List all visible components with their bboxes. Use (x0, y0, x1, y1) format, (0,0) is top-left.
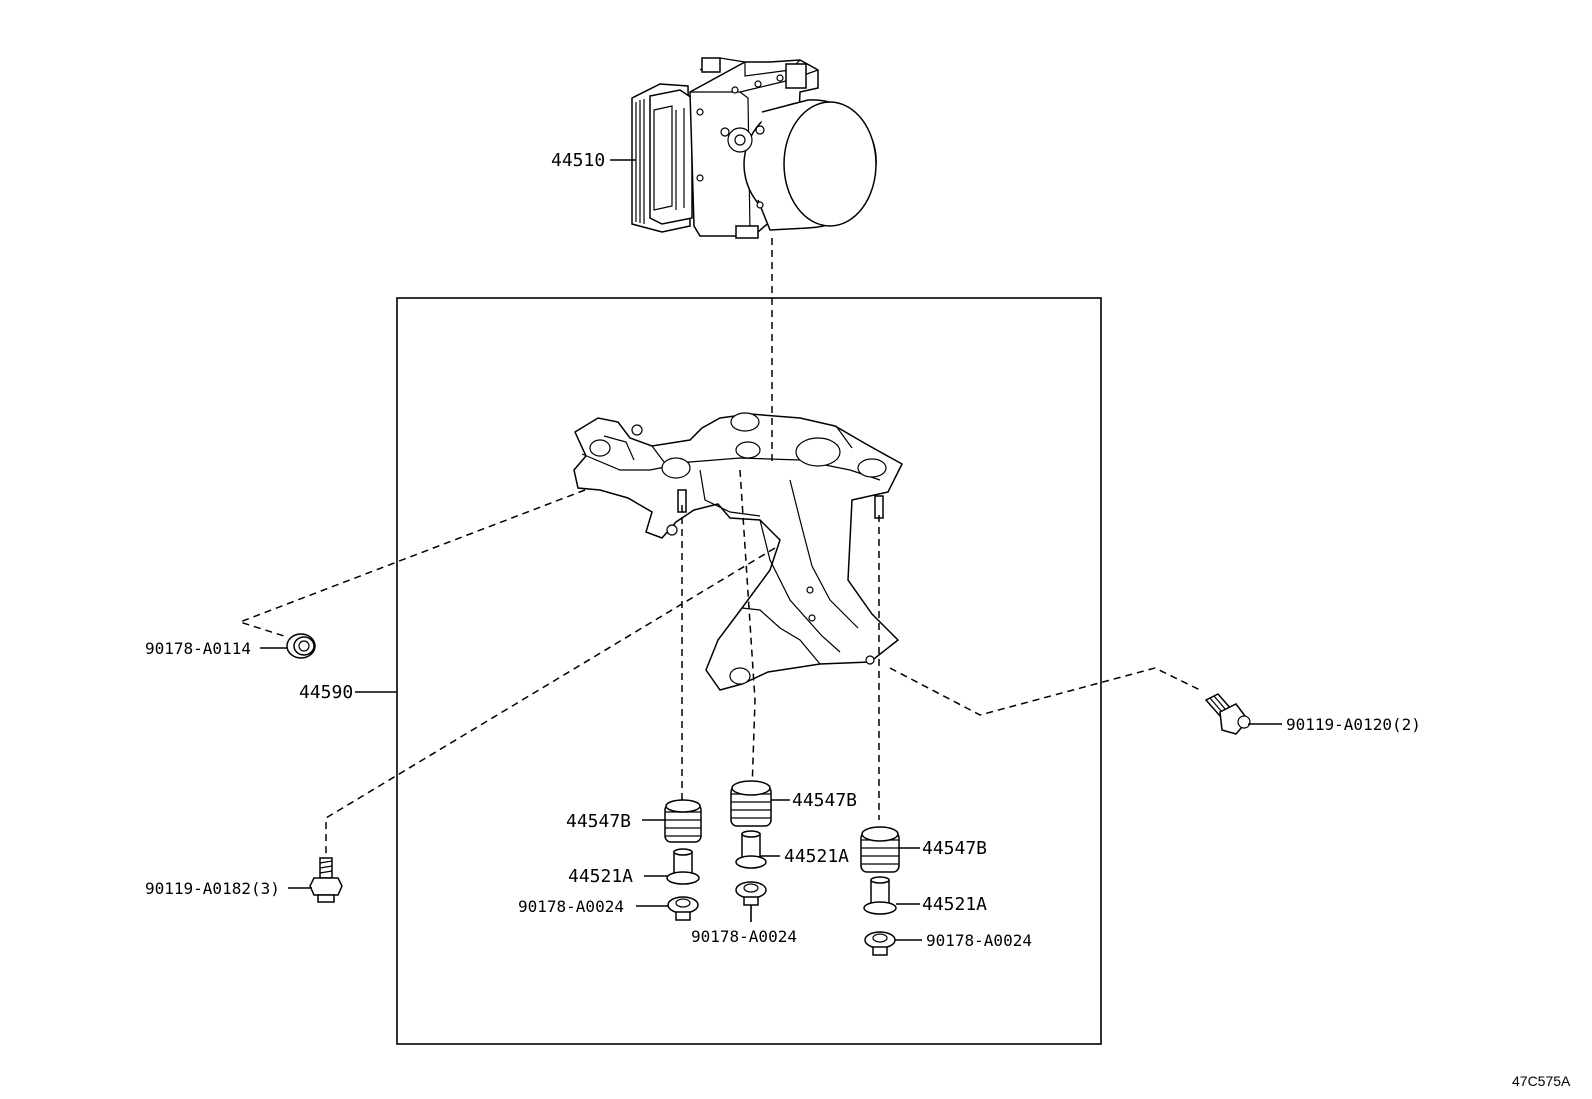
flange-nut[interactable] (286, 633, 316, 659)
label-washer-2[interactable]: 90178-A0024 (691, 927, 797, 946)
label-cushion-1[interactable]: 44547B (566, 811, 631, 832)
collar-left[interactable] (666, 848, 700, 885)
abs-bracket[interactable] (573, 412, 903, 691)
label-washer-3[interactable]: 90178-A0024 (926, 931, 1032, 950)
label-collar-1[interactable]: 44521A (568, 866, 633, 887)
label-nut[interactable]: 90178-A0114 (145, 639, 251, 658)
cushion-right[interactable] (860, 826, 900, 873)
abs-actuator[interactable] (631, 57, 880, 239)
washer-right[interactable] (864, 931, 896, 956)
cushion-left[interactable] (664, 799, 702, 843)
bolt-right[interactable] (1204, 693, 1251, 735)
washer-middle[interactable] (735, 881, 767, 906)
label-collar-3[interactable]: 44521A (922, 894, 987, 915)
collar-right[interactable] (863, 876, 897, 915)
stack-right (860, 826, 900, 956)
label-actuator[interactable]: 44510 (551, 150, 605, 171)
leader-lines (260, 159, 1282, 941)
label-cushion-3[interactable]: 44547B (922, 838, 987, 859)
label-bolt-right[interactable]: 90119-A0120(2) (1286, 715, 1421, 734)
assembly-lines (237, 238, 1201, 858)
label-cushion-2[interactable]: 44547B (792, 790, 857, 811)
stack-left (664, 799, 702, 921)
bracket-assembly-frame (396, 297, 1102, 1045)
collar-middle[interactable] (735, 830, 767, 869)
stack-middle (730, 780, 772, 906)
part-labels: 44510 44590 90178-A0114 90119-A0182(3) 9… (145, 150, 1571, 1089)
label-collar-2[interactable]: 44521A (784, 846, 849, 867)
label-bracket[interactable]: 44590 (299, 682, 353, 703)
figure-reference: 47C575A (1512, 1073, 1571, 1089)
washer-left[interactable] (667, 896, 699, 921)
bolt-left[interactable] (309, 857, 343, 903)
label-washer-1[interactable]: 90178-A0024 (518, 897, 624, 916)
label-bolt-left[interactable]: 90119-A0182(3) (145, 879, 280, 898)
cushion-middle[interactable] (730, 780, 772, 827)
